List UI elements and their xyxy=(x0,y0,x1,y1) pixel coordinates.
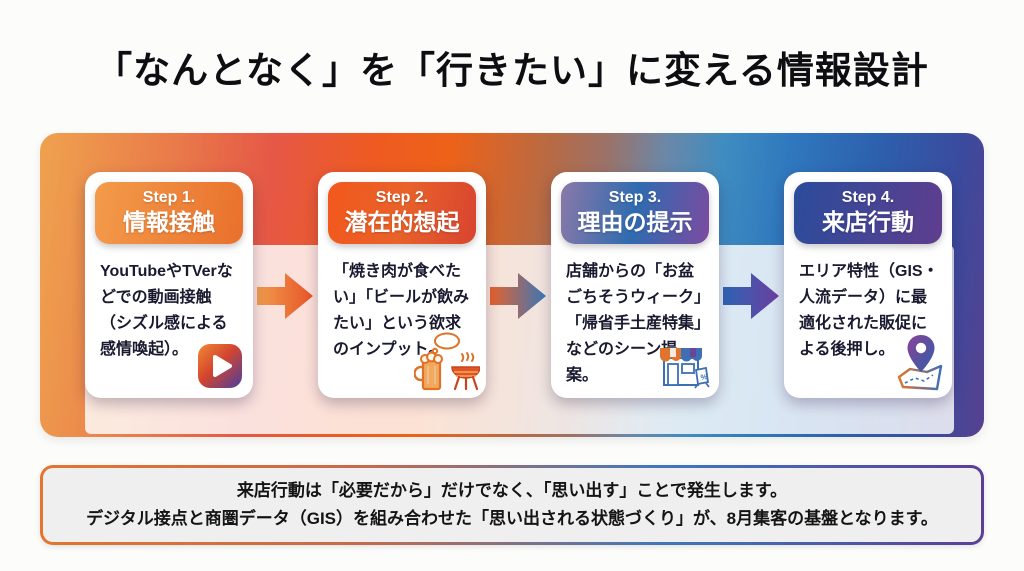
step-1-name: 情報接触 xyxy=(123,208,215,235)
page-title: 「なんとなく」を「行きたい」に変える情報設計 xyxy=(95,50,929,91)
step-4-name: 来店行動 xyxy=(822,208,914,235)
step-card-2: Step 2. 潜在的想起 「焼き肉が食べたい」「ビールが飲みたい」という欲求の… xyxy=(318,172,486,398)
step-4-label: Step 4. xyxy=(841,189,895,207)
step-card-4: Step 4. 来店行動 エリア特性（GIS・人流データ）に最適化された販促によ… xyxy=(784,172,952,398)
step-4-body: エリア特性（GIS・人流データ）に最適化された販促による後押し。 xyxy=(799,263,939,358)
summary-note-box: 来店行動は「必要だから」だけでなく、「思い出す」ことで発生します。 デジタル接点… xyxy=(40,465,984,545)
step-1-header: Step 1. 情報接触 xyxy=(95,182,243,244)
steps-row: Step 1. 情報接触 YouTubeやTVerなどでの動画接触（シズル感によ… xyxy=(40,133,984,437)
summary-note-line-1: 来店行動は「必要だから」だけでなく、「思い出す」ことで発生します。 xyxy=(236,480,788,500)
youtube-play-icon xyxy=(198,344,242,388)
svg-text:%: % xyxy=(700,372,708,382)
step-2-label: Step 2. xyxy=(375,189,429,207)
gradient-band: Step 1. 情報接触 YouTubeやTVerなどでの動画接触（シズル感によ… xyxy=(40,133,984,437)
summary-note-line-2: デジタル接点と商圏データ（GIS）を組み合わせた「思い出される状態づくり」が、8… xyxy=(86,508,938,528)
step-3-label: Step 3. xyxy=(608,189,662,207)
step-card-1: Step 1. 情報接触 YouTubeやTVerなどでの動画接触（シズル感によ… xyxy=(85,172,253,398)
map-pin-icon xyxy=(897,335,943,391)
step-1-label: Step 1. xyxy=(142,189,196,207)
step-2-header: Step 2. 潜在的想起 xyxy=(328,182,476,244)
beer-bbq-icon xyxy=(414,332,480,391)
flow-arrow-2 xyxy=(486,172,551,437)
step-3-body: 店舗からの「お盆ごちそうウィーク」「帰省手土産特集」などのシーン提案。 xyxy=(566,263,703,384)
step-3-name: 理由の提示 xyxy=(577,208,693,235)
step-3-header: Step 3. 理由の提示 xyxy=(561,182,709,244)
storefront-icon: % xyxy=(660,348,710,389)
step-1-body: YouTubeやTVerなどでの動画接触（シズル感による感情喚起）。 xyxy=(100,263,233,358)
flow-arrow-1 xyxy=(253,172,318,437)
flow-arrow-3 xyxy=(719,172,784,437)
step-4-header: Step 4. 来店行動 xyxy=(794,182,942,244)
step-card-3: Step 3. 理由の提示 店舗からの「お盆ごちそうウィーク」「帰省手土産特集」… xyxy=(551,172,719,398)
step-2-body: 「焼き肉が食べたい」「ビールが飲みたい」という欲求のインプット。 xyxy=(333,263,470,358)
step-2-name: 潜在的想起 xyxy=(344,208,460,235)
summary-note-inner: 来店行動は「必要だから」だけでなく、「思い出す」ことで発生します。 デジタル接点… xyxy=(43,468,981,542)
